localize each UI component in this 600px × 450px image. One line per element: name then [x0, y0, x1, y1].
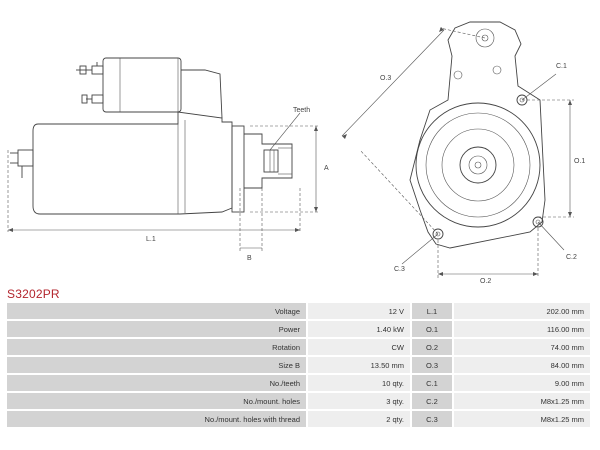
dimension-label: O.2 [411, 338, 454, 357]
dimension-value: 74.00 mm [453, 338, 592, 357]
dimension-label: O.1 [411, 320, 454, 339]
side-view [7, 57, 320, 252]
spec-value: 1.40 kW [307, 320, 412, 339]
spec-value: 10 qty. [307, 374, 412, 393]
dimension-label: O.3 [411, 356, 454, 375]
dim-c1-label: C.1 [556, 63, 567, 70]
dim-c2-label: C.2 [566, 254, 577, 261]
spec-value: 3 qty. [307, 392, 412, 411]
spec-value: 13.50 mm [307, 356, 412, 375]
spec-label: No./teeth [7, 374, 308, 393]
dim-o2-label: O.2 [480, 278, 491, 285]
spec-label: Rotation [7, 338, 308, 357]
dim-c3-label: C.3 [394, 266, 405, 273]
dimension-value: 9.00 mm [453, 374, 592, 393]
spec-label: No./mount. holes [7, 392, 308, 411]
dimension-label: C.1 [411, 374, 454, 393]
dim-b-label: B [247, 255, 252, 262]
dimension-value: M8x1.25 mm [453, 410, 592, 429]
dimension-label: C.3 [411, 410, 454, 429]
dim-l1-label: L.1 [146, 236, 156, 243]
front-view [341, 21, 574, 278]
dimension-value: 84.00 mm [453, 356, 592, 375]
spec-value: 12 V [307, 303, 412, 321]
dimension-value: M8x1.25 mm [453, 392, 592, 411]
dim-o1-label: O.1 [574, 158, 585, 165]
dim-a-label: A [324, 165, 329, 172]
teeth-label: Teeth [293, 107, 310, 114]
starter-motor-drawing: Teeth A L.1 B [7, 21, 585, 285]
dimension-value: 116.00 mm [453, 320, 592, 339]
part-code: S3202PR [7, 287, 60, 301]
dim-o3-label: O.3 [380, 75, 391, 82]
spec-value: CW [307, 338, 412, 357]
dimension-label: C.2 [411, 392, 454, 411]
spec-label: Power [7, 320, 308, 339]
dimension-label: L.1 [411, 303, 454, 321]
spec-label: Voltage [7, 303, 308, 321]
dimension-value: 202.00 mm [453, 303, 592, 321]
spec-label: Size B [7, 356, 308, 375]
spec-label: No./mount. holes with thread [7, 410, 308, 429]
spec-value: 2 qty. [307, 410, 412, 429]
